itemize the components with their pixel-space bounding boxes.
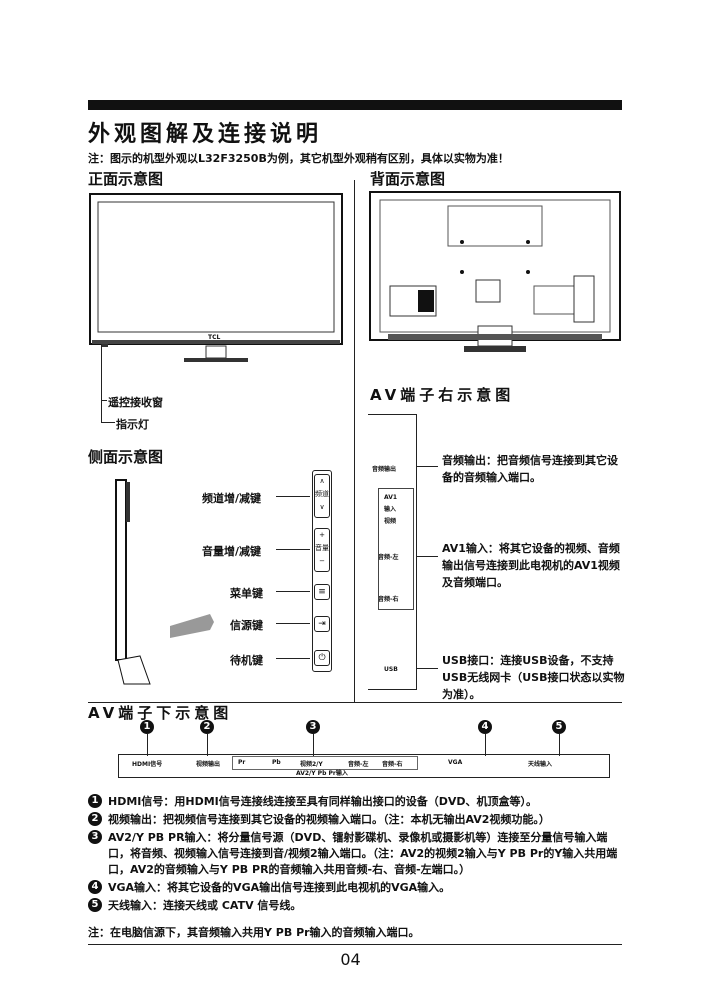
list-text: 天线输入：连接天线或 CATV 信号线。 bbox=[108, 899, 302, 912]
volume-key-label: 音量增/减键 bbox=[202, 545, 262, 558]
av2-group-label: AV2/Y Pb Pr输入 bbox=[296, 770, 348, 777]
port-av1: AV1 bbox=[384, 494, 398, 501]
callout-line bbox=[101, 422, 115, 423]
callout-number: 3 bbox=[306, 720, 320, 734]
callout-line bbox=[276, 591, 310, 592]
callout-line bbox=[147, 734, 148, 756]
volume-key[interactable]: +音量− bbox=[314, 528, 330, 572]
callout-number: 2 bbox=[200, 720, 214, 734]
callout-line bbox=[416, 556, 438, 557]
port-audio-left-bottom: 音频-左 bbox=[348, 761, 369, 768]
callout-line bbox=[416, 668, 438, 669]
callout-number: 4 bbox=[478, 720, 492, 734]
back-tv-illustration bbox=[369, 191, 621, 352]
source-key-label: 信源键 bbox=[230, 619, 263, 632]
callout-line bbox=[276, 549, 310, 550]
power-key-label: 待机键 bbox=[230, 654, 263, 667]
footer-note: 注：在电脑信源下，其音频输入共用Y PB Pr输入的音频输入端口。 bbox=[88, 926, 420, 939]
callout-number: 1 bbox=[140, 720, 154, 734]
page-title: 外观图解及连接说明 bbox=[88, 122, 323, 147]
list-number: 3 bbox=[88, 830, 102, 844]
port-av1-input: 输入 bbox=[384, 506, 397, 513]
section-divider bbox=[354, 180, 355, 702]
port-video2-y: 视频2/Y bbox=[300, 761, 323, 768]
model-note: 注：图示的机型外观以L32F3250B为例，其它机型外观稍有区别，具体以实物为准… bbox=[88, 152, 509, 165]
list-text: HDMI信号：用HDMI信号连接线连接至具有同样输出接口的设备（DVD、机顶盒等… bbox=[108, 795, 538, 808]
av-bottom-heading: AV端子下示意图 bbox=[88, 704, 233, 722]
section-divider bbox=[88, 702, 622, 703]
channel-key[interactable]: ∧频道∨ bbox=[314, 474, 330, 518]
remote-receiver-label: 遥控接收窗 bbox=[108, 396, 163, 409]
source-key[interactable]: ⇥ bbox=[314, 616, 330, 632]
callout-line bbox=[559, 734, 560, 756]
port-audio-right-bottom: 音频-右 bbox=[382, 761, 403, 768]
header-bar bbox=[88, 100, 622, 110]
side-heading: 侧面示意图 bbox=[88, 448, 164, 466]
callout-line bbox=[101, 344, 102, 422]
callout-line bbox=[276, 623, 310, 624]
port-vga: VGA bbox=[448, 759, 463, 766]
usb-desc: USB接口：连接USB设备，不支持USB无线网卡（USB接口状态以实物为准）。 bbox=[442, 654, 625, 701]
port-usb: USB bbox=[384, 666, 398, 673]
list-number: 2 bbox=[88, 812, 102, 826]
av-right-panel bbox=[368, 414, 417, 690]
list-text: VGA输入：将其它设备的VGA输出信号连接到此电视机的VGA输入。 bbox=[108, 881, 451, 894]
list-item: 2 视频输出：把视频信号连接到其它设备的视频输入端口。（注：本机无输出AV2视频功… bbox=[88, 812, 628, 828]
port-pb: Pb bbox=[272, 759, 281, 766]
av1-desc: AV1输入：将其它设备的视频、音频输出信号连接到此电视机的AV1视频及音频端口。 bbox=[442, 542, 620, 589]
callout-line bbox=[485, 734, 486, 756]
port-video-out: 视频输出 bbox=[196, 761, 221, 768]
callout-line bbox=[276, 658, 310, 659]
list-text: 视频输出：把视频信号连接到其它设备的视频输入端口。（注：本机无输出AV2视频功能… bbox=[108, 813, 550, 826]
av-right-heading: AV端子右示意图 bbox=[370, 386, 515, 404]
bottom-port-panel bbox=[118, 754, 610, 778]
list-item: 4 VGA输入：将其它设备的VGA输出信号连接到此电视机的VGA输入。 bbox=[88, 880, 628, 896]
port-audio-out: 音频输出 bbox=[372, 466, 397, 473]
port-antenna: 天线输入 bbox=[528, 761, 553, 768]
menu-key-label: 菜单键 bbox=[230, 587, 263, 600]
power-key[interactable]: ⏻ bbox=[314, 650, 330, 666]
list-item: 3 AV2/Y PB PR输入：将分量信号源（DVD、镭射影碟机、录像机或摄影机等… bbox=[88, 830, 628, 878]
back-heading: 背面示意图 bbox=[370, 170, 446, 188]
av2-port-group bbox=[232, 756, 418, 770]
callout-line bbox=[416, 466, 438, 467]
port-audio-left: 音频-左 bbox=[378, 554, 399, 561]
port-hdmi: HDMI信号 bbox=[132, 761, 163, 768]
port-audio-right: 音频-右 bbox=[378, 596, 399, 603]
list-text: AV2/Y PB PR输入：将分量信号源（DVD、镭射影碟机、录像机或摄影机等）… bbox=[108, 831, 618, 876]
front-logo: TCL bbox=[208, 334, 221, 341]
port-pr: Pr bbox=[238, 759, 246, 766]
list-number: 1 bbox=[88, 794, 102, 808]
callout-line bbox=[276, 496, 310, 497]
port-video: 视频 bbox=[384, 518, 397, 525]
front-heading: 正面示意图 bbox=[88, 170, 164, 188]
list-item: 1 HDMI信号：用HDMI信号连接线连接至具有同样输出接口的设备（DVD、机顶盒… bbox=[88, 794, 628, 810]
callout-line bbox=[207, 734, 208, 756]
menu-key[interactable]: ≡ bbox=[314, 584, 330, 600]
audio-out-desc: 音频输出：把音频信号连接到其它设备的音频输入端口。 bbox=[442, 454, 618, 484]
notes-list: 1 HDMI信号：用HDMI信号连接线连接至具有同样输出接口的设备（DVD、机顶盒… bbox=[88, 794, 628, 916]
front-tv-illustration bbox=[89, 193, 343, 362]
channel-key-label: 频道增/减键 bbox=[202, 492, 262, 505]
list-number: 5 bbox=[88, 898, 102, 912]
list-item: 5 天线输入：连接天线或 CATV 信号线。 bbox=[88, 898, 628, 914]
page-number: 04 bbox=[340, 950, 361, 969]
av1-port-group bbox=[378, 488, 414, 610]
indicator-label: 指示灯 bbox=[116, 418, 149, 431]
side-tv-illustration bbox=[115, 479, 214, 685]
list-number: 4 bbox=[88, 880, 102, 894]
callout-number: 5 bbox=[552, 720, 566, 734]
footer-divider bbox=[88, 944, 622, 945]
callout-line bbox=[313, 734, 314, 756]
callout-line bbox=[101, 400, 107, 401]
